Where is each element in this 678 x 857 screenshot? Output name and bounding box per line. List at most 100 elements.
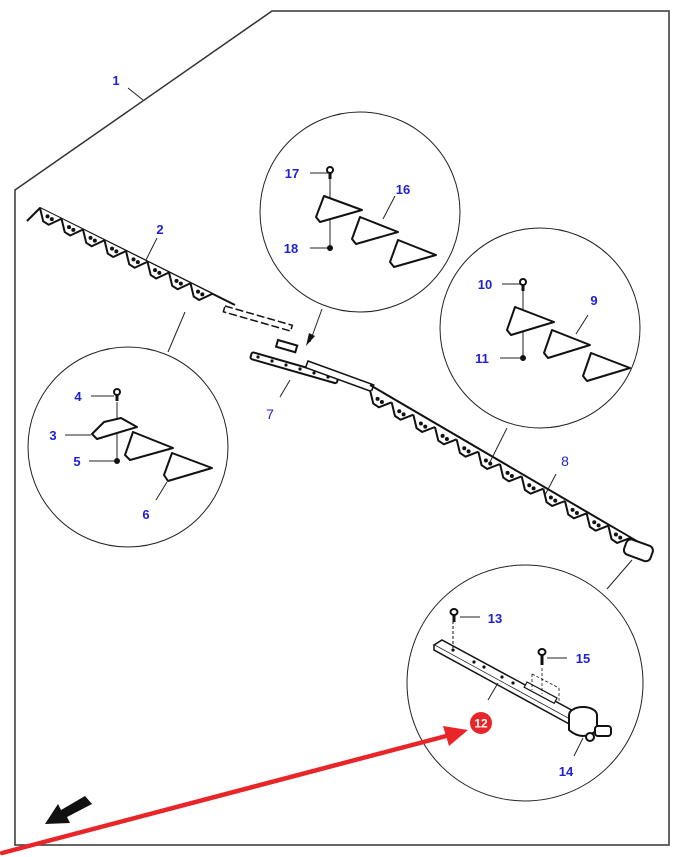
rivet <box>45 214 50 219</box>
rivet <box>110 246 115 251</box>
rivet <box>379 399 384 404</box>
knife-tooth <box>499 463 523 483</box>
rivet <box>200 292 205 297</box>
knife-tooth <box>390 402 414 421</box>
rivet <box>397 409 402 414</box>
label-14[interactable]: 14 <box>559 764 574 779</box>
label-11[interactable]: 11 <box>475 351 489 366</box>
label-3[interactable]: 3 <box>49 428 56 443</box>
rivet <box>440 433 445 438</box>
knife-tooth <box>412 414 436 433</box>
leader-8 <box>544 473 557 496</box>
knife-tooth <box>434 426 458 446</box>
knife-tooth <box>189 283 213 302</box>
bar-hole <box>284 363 288 367</box>
label-10[interactable]: 10 <box>478 277 492 292</box>
rivet <box>88 235 93 240</box>
callout-badge-12-text: 12 <box>474 717 488 731</box>
rivet <box>196 289 201 294</box>
red-pointer-arrow-icon <box>0 726 468 856</box>
rivet <box>174 278 179 283</box>
detail-16-contents <box>310 166 437 268</box>
leader-circle-3 <box>167 311 186 353</box>
label-4[interactable]: 4 <box>74 389 82 404</box>
rivet <box>71 227 76 232</box>
knife-tooth <box>60 218 84 237</box>
bar-hole <box>270 359 274 363</box>
rivet <box>483 458 488 463</box>
knife-tooth <box>39 207 62 226</box>
rivet <box>401 412 406 417</box>
pointer-arrowhead <box>306 333 315 346</box>
knife-tooth <box>455 439 479 458</box>
knife-tooth <box>564 500 588 520</box>
rivet <box>509 473 514 478</box>
knife-tooth <box>103 240 127 259</box>
label-15[interactable]: 15 <box>576 651 590 666</box>
rivet <box>153 268 158 273</box>
rivet <box>178 281 183 286</box>
label-5[interactable]: 5 <box>73 454 80 469</box>
leader-2 <box>145 237 158 261</box>
leader-circle-9 <box>489 427 508 463</box>
rivet <box>49 217 54 222</box>
rivet <box>570 507 575 512</box>
rivet <box>618 535 623 540</box>
leader-1 <box>127 87 144 101</box>
detail-circle-12 <box>406 564 644 802</box>
callout-badge-12[interactable]: 12 <box>470 712 492 734</box>
label-16[interactable]: 16 <box>396 182 410 197</box>
label-7[interactable]: 7 <box>266 406 274 422</box>
label-17[interactable]: 17 <box>285 166 299 181</box>
rivet <box>505 470 510 475</box>
rivet <box>92 238 97 243</box>
rivet <box>375 396 380 401</box>
label-13[interactable]: 13 <box>488 611 502 626</box>
bar-hole <box>256 355 260 359</box>
knife-tooth <box>520 476 544 495</box>
rivet <box>466 449 471 454</box>
rivet <box>418 421 423 426</box>
rivet <box>527 483 532 488</box>
leader-7 <box>279 379 291 398</box>
knife-tooth <box>146 261 170 280</box>
knife-tooth <box>477 451 501 470</box>
label-8[interactable]: 8 <box>561 453 569 469</box>
knife-tooth <box>125 250 148 269</box>
bar-hole <box>298 367 302 371</box>
knife-tooth <box>82 229 105 248</box>
rivet <box>553 498 558 503</box>
leader-circle-12 <box>606 559 633 590</box>
detail-9-contents <box>500 278 631 382</box>
knife-tooth <box>168 272 191 291</box>
knife-tooth <box>585 513 609 532</box>
detail-circle-16 <box>259 111 461 313</box>
rivet <box>135 260 140 265</box>
detail-circle-9 <box>439 227 641 429</box>
rivet <box>114 249 119 254</box>
rivet <box>613 532 618 537</box>
label-1[interactable]: 1 <box>112 73 119 88</box>
rivet <box>488 461 493 466</box>
label-9[interactable]: 9 <box>590 293 597 308</box>
rivet <box>131 257 136 262</box>
rivet <box>596 523 601 528</box>
knife-tooth <box>542 488 566 507</box>
rivet <box>531 486 536 491</box>
rivet <box>157 270 162 275</box>
assembly-frame <box>14 10 670 846</box>
knife-section-left <box>26 207 299 354</box>
part-7-bar <box>249 351 340 385</box>
knife-tooth <box>369 389 393 409</box>
rivet <box>444 436 449 441</box>
rivet <box>574 510 579 515</box>
rivet <box>462 446 467 451</box>
rivet <box>592 520 597 525</box>
detail-12-contents <box>432 608 612 757</box>
knife-section-right <box>304 360 654 563</box>
label-2[interactable]: 2 <box>156 222 163 237</box>
bar-hole <box>312 371 316 375</box>
label-6[interactable]: 6 <box>142 507 149 522</box>
label-18[interactable]: 18 <box>284 241 298 256</box>
